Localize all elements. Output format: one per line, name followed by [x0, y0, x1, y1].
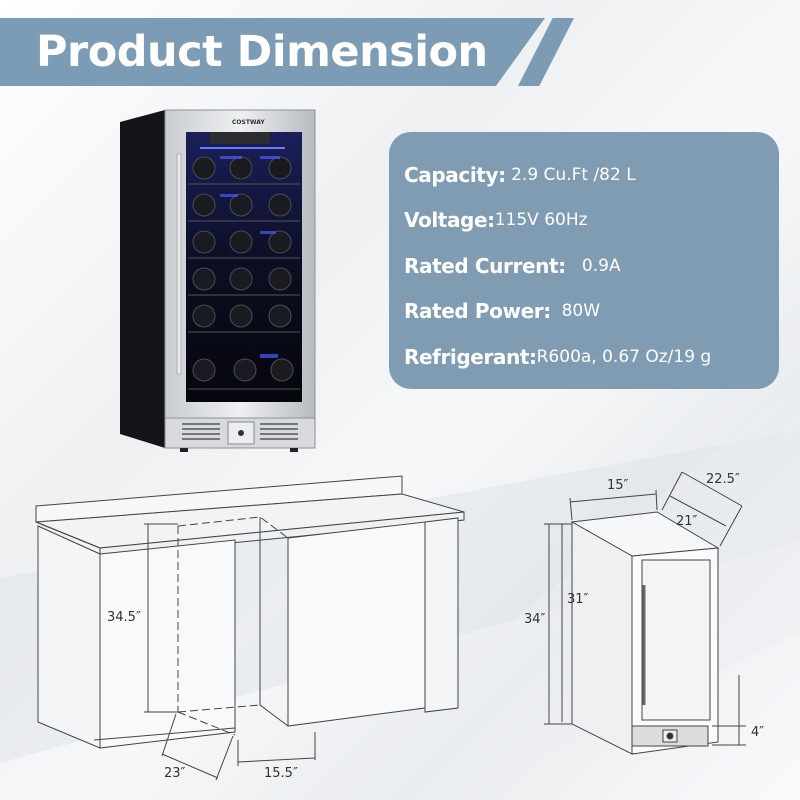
cabinet-width-label: 15.5″ — [264, 766, 298, 781]
spec-value: R600a, 0.67 Oz/19 g — [536, 346, 712, 367]
spec-rated-current: Rated Current: 0.9A — [404, 243, 779, 289]
kick-plate-height-label: 4″ — [751, 725, 765, 740]
spec-label: Capacity: — [404, 162, 506, 187]
unit-width-label: 15″ — [607, 478, 629, 493]
wine-fridge-image: COSTWAY — [120, 104, 316, 454]
spec-value: 115V 60Hz — [494, 210, 588, 231]
cabinet-height-label: 34.5″ — [107, 610, 141, 625]
spec-label: Rated Current: — [404, 253, 566, 278]
spec-label: Voltage: — [404, 208, 495, 233]
spec-capacity: Capacity: 2.9 Cu.Ft /82 L — [404, 152, 779, 198]
title-banner — [0, 18, 545, 86]
unit-body-depth-label: 21″ — [676, 514, 698, 529]
unit-body-height-label: 31″ — [567, 592, 589, 607]
spec-label: Rated Power: — [404, 299, 551, 324]
page-title: Product Dimension — [36, 27, 488, 77]
spec-value: 80W — [550, 301, 601, 322]
cabinet-depth-label: 23″ — [164, 766, 186, 781]
spec-refrigerant: Refrigerant: R600a, 0.67 Oz/19 g — [404, 334, 779, 380]
spec-voltage: Voltage: 115V 60Hz — [404, 198, 779, 244]
specifications-card: Capacity: 2.9 Cu.Ft /82 L Voltage: 115V … — [389, 132, 779, 389]
unit-dimension-diagram: 15″ 22.5″ 21″ 34″ 31″ 4″ — [520, 460, 800, 790]
spec-value: 2.9 Cu.Ft /82 L — [505, 164, 636, 185]
spec-value: 0.9A — [565, 255, 621, 276]
installation-diagram: 34.5″ 23″ 15.5″ — [30, 470, 470, 790]
unit-total-depth-label: 22.5″ — [706, 472, 740, 487]
unit-total-height-label: 34″ — [524, 612, 546, 627]
svg-text:COSTWAY: COSTWAY — [232, 119, 265, 126]
spec-rated-power: Rated Power: 80W — [404, 289, 779, 335]
spec-label: Refrigerant: — [404, 344, 537, 369]
